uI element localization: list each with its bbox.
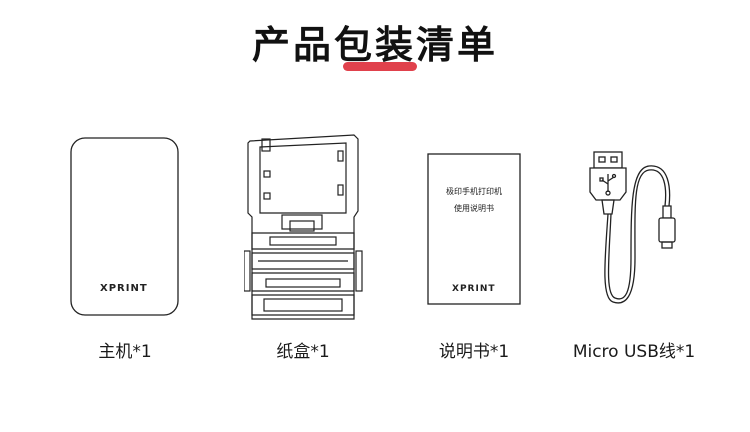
paper-cartridge-illustration <box>243 133 364 323</box>
printer-illustration: XPRINT <box>70 137 180 317</box>
paper-cartridge-icon <box>243 134 363 320</box>
printer-brand-label: XPRINT <box>100 283 148 294</box>
usb-cable-illustration <box>585 148 685 308</box>
printer-icon <box>70 137 179 316</box>
caption-usb-cable: Micro USB线*1 <box>572 342 696 362</box>
caption-manual: 说明书*1 <box>438 342 510 362</box>
title-underline <box>343 62 417 71</box>
manual-illustration: 极印手机打印机 使用说明书 XPRINT <box>427 153 521 305</box>
manual-title-line2: 使用说明书 <box>454 204 494 213</box>
page-title: 产品包装清单 <box>251 23 498 67</box>
usb-cable-icon <box>589 151 676 304</box>
caption-paper-cartridge: 纸盒*1 <box>276 342 330 362</box>
manual-title-line1: 极印手机打印机 <box>446 187 502 196</box>
caption-printer: 主机*1 <box>98 342 152 362</box>
manual-brand-label: XPRINT <box>452 284 496 294</box>
manual-icon <box>427 153 521 305</box>
